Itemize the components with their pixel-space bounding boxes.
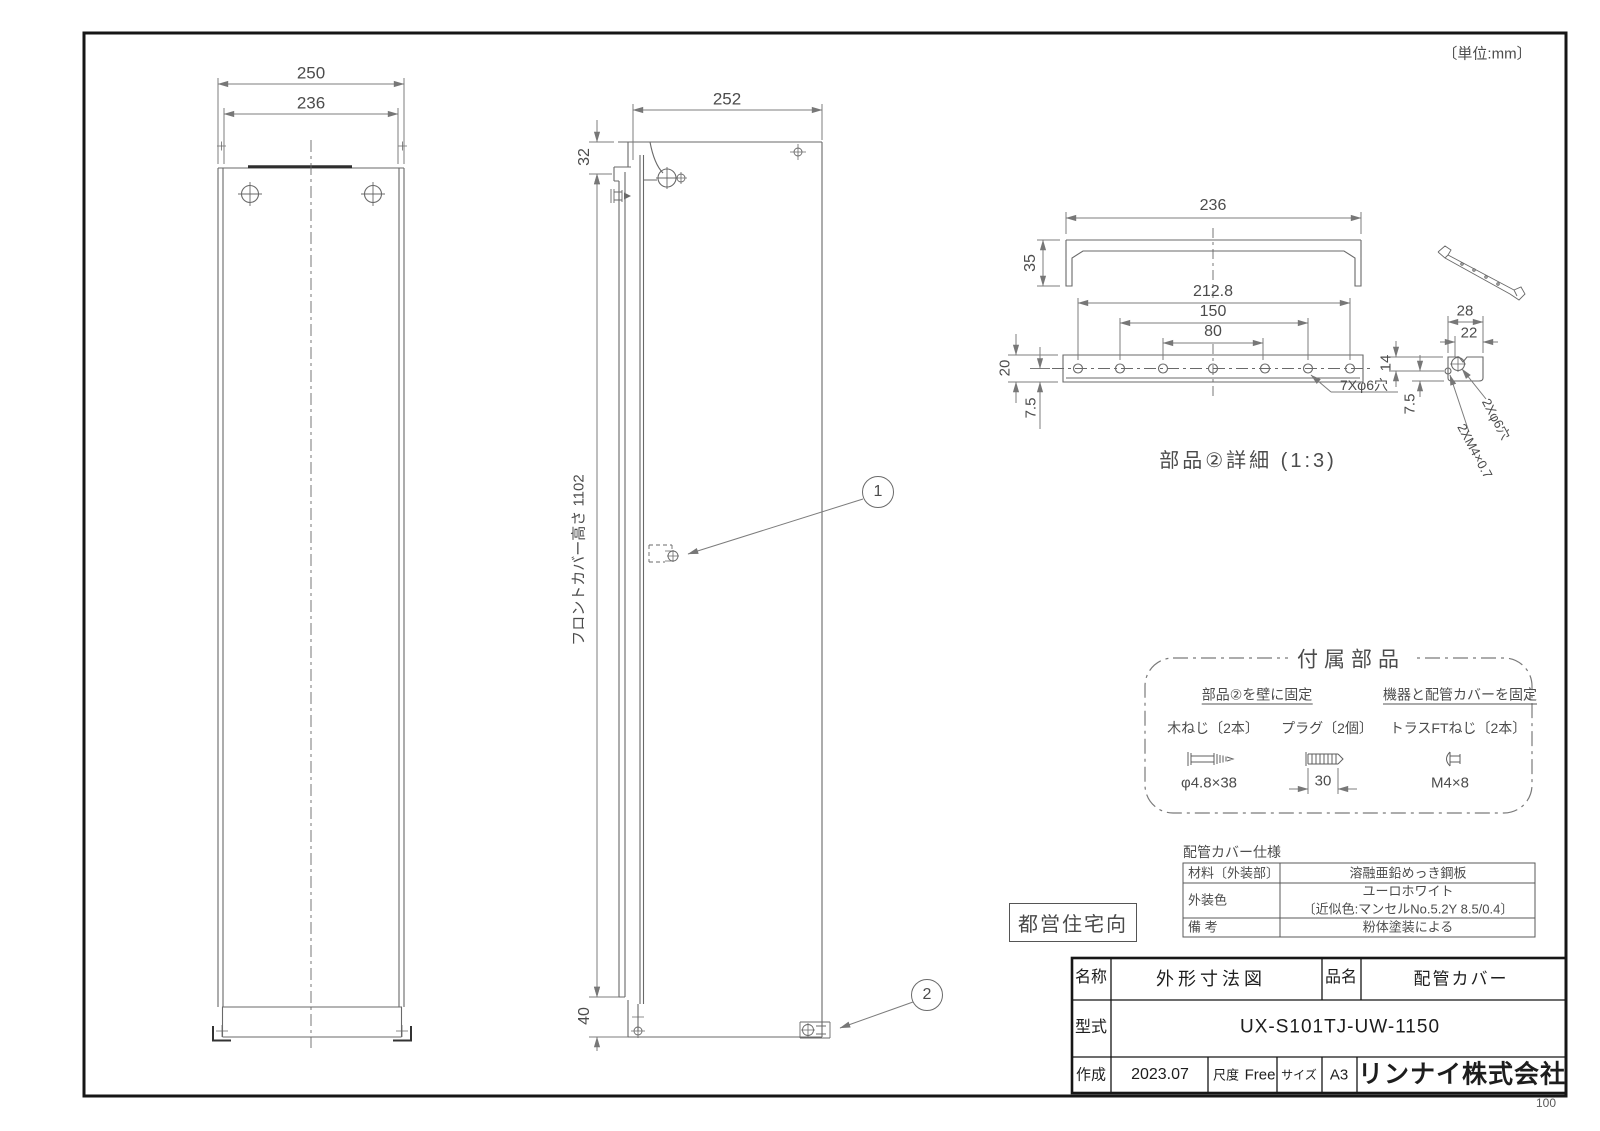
detail-view-linework [1052, 228, 1526, 396]
balloon-1: 1 [862, 476, 894, 508]
spec-table-title: 配管カバー仕様 [1183, 844, 1281, 860]
stamp-box: 都営住宅向 [1009, 903, 1137, 942]
detail-dim-150: 150 [1199, 303, 1227, 320]
titleblock-name-label: 名称 [1074, 969, 1108, 986]
page-number: 100 [1535, 1096, 1557, 1110]
titleblock-name-value: 外形寸法図 [1156, 969, 1266, 989]
spec-material-label: 材料〔外装部〕 [1188, 865, 1280, 881]
titleblock-created-value: 2023.07 [1131, 1066, 1189, 1083]
detail-dim-14: 14 [1377, 354, 1395, 372]
detail-dim-236: 236 [1199, 197, 1227, 214]
front-view-linework [212, 140, 412, 1048]
detail-dim-35: 35 [1022, 254, 1039, 272]
detail-dim-22: 22 [1460, 324, 1478, 342]
unit-note: 〔単位:mm〕 [1442, 45, 1532, 63]
detail-dim-7-5-end: 7.5 [1401, 393, 1419, 415]
truss-screw-size: M4×8 [1431, 774, 1469, 792]
side-dim-32: 32 [576, 148, 593, 166]
front-view-dimensions [217, 78, 405, 164]
truss-screw-label: トラスFTねじ〔2本〕 [1389, 720, 1527, 736]
side-view-linework [610, 141, 831, 1039]
truss-screw-icon [1446, 751, 1461, 767]
side-dim-252: 252 [712, 89, 742, 109]
spec-color-value-1: ユーロホワイト [1362, 883, 1454, 899]
plug-icon [1305, 752, 1344, 766]
titleblock-size-label: サイズ [1281, 1068, 1317, 1082]
side-view-dimensions [589, 104, 914, 1051]
titleblock-model-value: UX-S101TJ-UW-1150 [1239, 1016, 1441, 1038]
detail-caption: 部品②詳細 (1:3) [1159, 450, 1337, 472]
plug-label: プラグ〔2個〕 [1281, 720, 1373, 736]
detail-view-dimensions [1008, 212, 1498, 433]
titleblock-model-label: 型式 [1074, 1019, 1108, 1036]
balloon-2: 2 [911, 979, 943, 1011]
detail-dim-7-5-left: 7.5 [1022, 397, 1040, 419]
detail-dim-20: 20 [996, 359, 1014, 377]
accessories-group-wall: 部品②を壁に固定 [1201, 686, 1313, 705]
titleblock-item-value: 配管カバー [1413, 969, 1509, 989]
plug-dim: 30 [1314, 772, 1332, 790]
detail-dim-80: 80 [1204, 323, 1222, 340]
titleblock-scale-label: 尺度 [1212, 1067, 1240, 1083]
plug-dimension [1289, 768, 1357, 794]
titleblock-scale-value: Free [1244, 1066, 1276, 1084]
detail-callout-holes: 7Xφ6穴 [1340, 377, 1388, 393]
spec-color-value-2: 〔近似色:マンセルNo.5.2Y 8.5/0.4〕 [1302, 901, 1514, 917]
front-dim-250: 250 [296, 63, 326, 83]
wood-screw-label: 木ねじ〔2本〕 [1167, 720, 1259, 736]
accessories-title: 付属部品 [1291, 649, 1411, 671]
stamp-label: 都営住宅向 [1018, 914, 1128, 936]
front-dim-236: 236 [296, 93, 326, 113]
sheet-border [82, 31, 1568, 1098]
side-dim-40: 40 [576, 1007, 593, 1025]
spec-note-value: 粉体塗装による [1362, 919, 1454, 935]
spec-table-linework [1182, 862, 1536, 938]
spec-material-value: 溶融亜鉛めっき鋼板 [1349, 865, 1467, 881]
wood-screw-size: φ4.8×38 [1180, 774, 1238, 792]
titleblock-company: リンナイ株式会社 [1357, 1060, 1567, 1089]
titleblock-item-label: 品名 [1324, 969, 1358, 986]
spec-note-label: 備 考 [1188, 919, 1218, 935]
detail-dim-212-8: 212.8 [1192, 283, 1234, 300]
title-block-linework [1070, 956, 1568, 1095]
isometric-bracket [1437, 245, 1526, 301]
titleblock-created-label: 作成 [1075, 1066, 1107, 1084]
detail-dim-28: 28 [1456, 302, 1474, 320]
titleblock-size-value: A3 [1329, 1066, 1349, 1084]
accessories-group-fix: 機器と配管カバーを固定 [1383, 686, 1537, 705]
side-height-label: フロントカバー高さ 1102 [570, 474, 588, 646]
wood-screw-icon [1187, 752, 1235, 766]
spec-color-label: 外装色 [1188, 892, 1228, 908]
